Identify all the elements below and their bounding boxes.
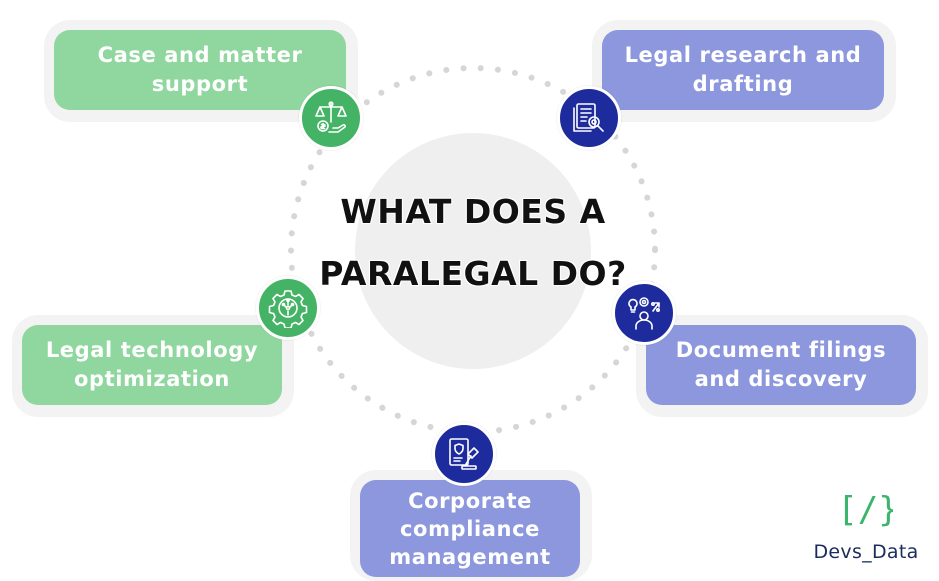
badge-legal-research — [557, 86, 621, 150]
badge-legal-technology — [256, 276, 320, 340]
center-title: WHAT DOES A PARALEGAL DO? — [300, 181, 646, 305]
document-search-icon — [573, 103, 604, 132]
badge-document-filings — [612, 281, 676, 345]
center-title-line-2: PARALEGAL DO? — [319, 254, 627, 293]
card-legal-research: Legal research and drafting — [602, 30, 884, 110]
card-document-filings: Document filings and discovery — [646, 325, 916, 405]
badge-corporate-compliance — [432, 422, 496, 486]
card-case-support: Case and matter support — [54, 30, 346, 110]
devsdata-logo-mark: [/} — [843, 490, 893, 529]
card-legal-technology-label: Legal technology optimization — [45, 338, 259, 391]
scales-money-icon — [315, 101, 347, 133]
gear-circuit-icon — [268, 290, 308, 328]
dotted-ring — [288, 65, 658, 435]
badge-case-support — [299, 86, 363, 150]
card-document-filings-label: Document filings and discovery — [675, 338, 887, 391]
card-legal-technology: Legal technology optimization — [22, 325, 282, 405]
devsdata-logo-text: Devs_Data — [813, 541, 919, 563]
center-disc — [355, 133, 591, 369]
center-title-line-1: WHAT DOES A — [340, 192, 606, 231]
person-ideas-icon — [628, 297, 660, 330]
card-corporate-compliance: Corporate compliance management — [360, 480, 580, 577]
card-legal-research-label: Legal research and drafting — [624, 43, 862, 96]
card-case-support-label: Case and matter support — [97, 43, 303, 96]
gavel-document-icon — [449, 438, 479, 470]
card-corporate-compliance-label: Corporate compliance management — [389, 488, 551, 569]
logo-mark-text: [/} — [843, 490, 893, 529]
